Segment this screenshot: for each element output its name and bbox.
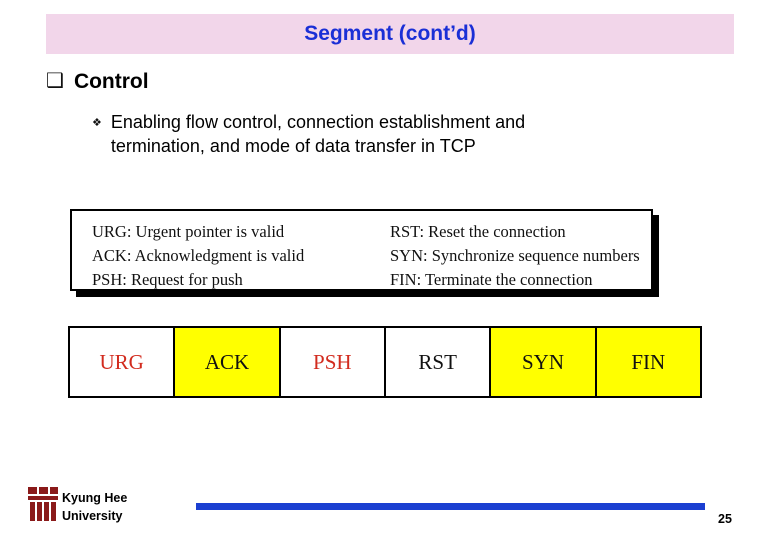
footer-divider: [196, 503, 705, 510]
university-logo-icon: [28, 487, 58, 521]
flag-cell-rst: RST: [385, 328, 492, 396]
legend-item: SYN: Synchronize sequence numbers: [390, 246, 640, 266]
legend-item: URG: Urgent pointer is valid: [92, 222, 285, 241]
bullet-level2: ❖ Enabling flow control, connection esta…: [92, 110, 712, 159]
flag-cell-ack: ACK: [175, 328, 281, 396]
bullet-square-icon: ❑: [46, 68, 64, 92]
page-number: 25: [718, 512, 732, 526]
flag-cell-syn: SYN: [491, 328, 597, 396]
bullet-level2-label: Enabling flow control, connection establ…: [111, 110, 525, 159]
bullet-diamond-icon: ❖: [92, 116, 102, 129]
legend-column-right: RST: Reset the connection SYN: Synchroni…: [390, 220, 640, 292]
flag-cell-psh: PSH: [280, 328, 386, 396]
footer-org-line1: Kyung Hee: [62, 491, 128, 505]
bullet-level2-line1: Enabling flow control, connection establ…: [110, 112, 526, 132]
bullet-level1: ❑ Control: [46, 70, 149, 93]
page-title: Segment (cont’d): [304, 22, 476, 45]
legend-item: ACK: Acknowledgment is valid: [92, 246, 305, 266]
legend-column-left: URG: Urgent pointer is valid ACK: Acknow…: [92, 220, 304, 292]
flag-legend-box: URG: Urgent pointer is valid ACK: Acknow…: [70, 209, 653, 291]
bullet-level1-label: Control: [73, 70, 149, 93]
footer-organization: Kyung Hee University: [62, 489, 127, 525]
slide-title-banner: Segment (cont’d): [46, 14, 734, 54]
footer-org-line2: University: [62, 509, 123, 524]
flag-cell-fin: FIN: [596, 328, 700, 396]
legend-item: FIN: Terminate the connection: [390, 270, 593, 290]
flag-cell-urg: URG: [70, 328, 176, 396]
bullet-level2-line2: termination, and mode of data transfer i…: [110, 136, 476, 157]
legend-item: PSH: Request for push: [92, 270, 243, 290]
tcp-flags-table: URG ACK PSH RST SYN FIN: [68, 326, 702, 398]
legend-item: RST: Reset the connection: [390, 222, 566, 241]
